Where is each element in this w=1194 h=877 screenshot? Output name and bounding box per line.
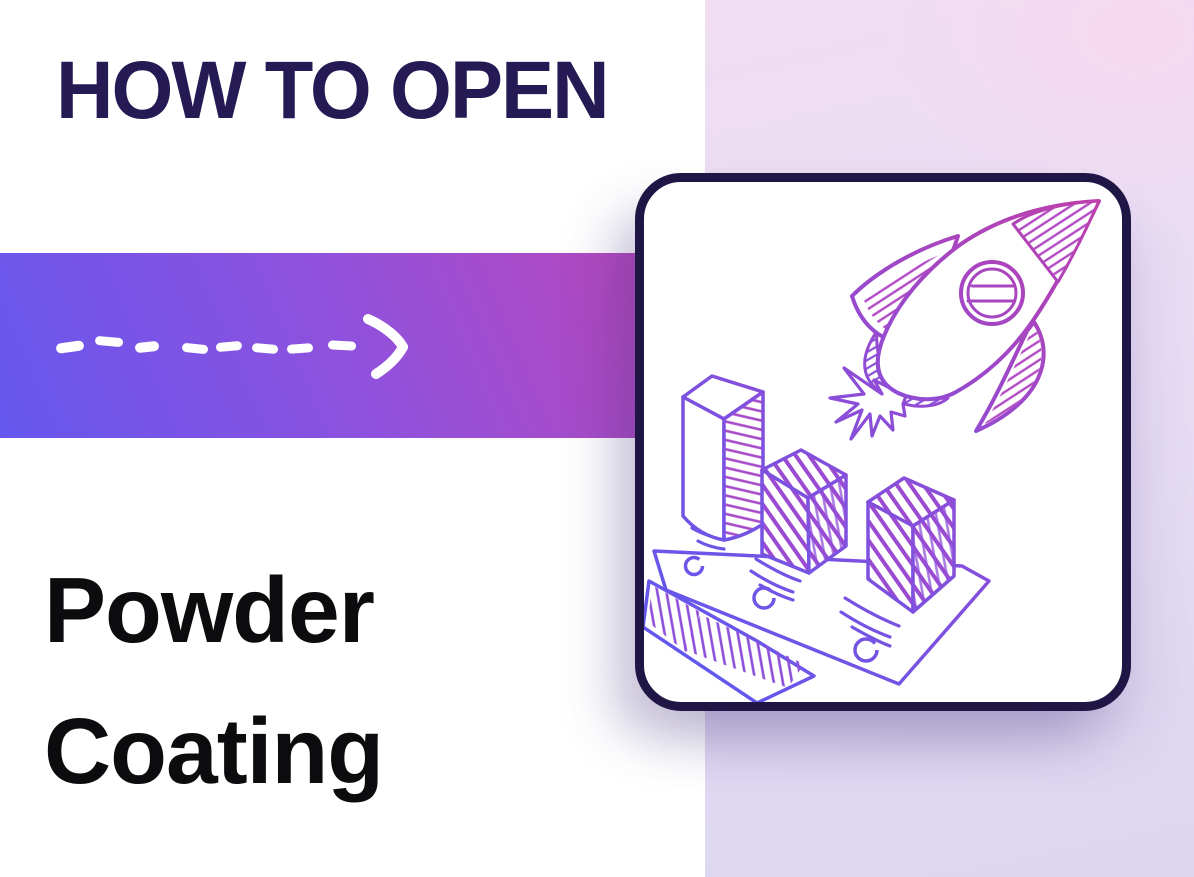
subject-title: Powder Coating: [44, 540, 384, 822]
rocket-flame: [828, 366, 908, 441]
speed-lines: [690, 526, 901, 648]
board-circles: [683, 555, 879, 663]
arrowhead: [363, 314, 408, 379]
rocket-fin-right: [974, 320, 1046, 433]
subject-line-1: Powder: [44, 558, 375, 662]
page-title: HOW TO OPEN: [56, 45, 610, 136]
rocket: [828, 199, 1101, 441]
rocket-nose-cone: [1011, 199, 1101, 284]
subject-line-2: Coating: [44, 699, 384, 803]
bar-block-middle: [760, 448, 848, 575]
gradient-band: [0, 253, 662, 438]
bar-block-right: [866, 476, 956, 614]
illustration-card: [635, 173, 1131, 711]
bar-block-tall: [681, 374, 765, 542]
arrow-dashes: [56, 336, 357, 354]
rocket-window: [959, 260, 1025, 326]
dashed-arrow-icon: [56, 314, 408, 379]
rocket-growth-illustration: [644, 199, 1101, 702]
